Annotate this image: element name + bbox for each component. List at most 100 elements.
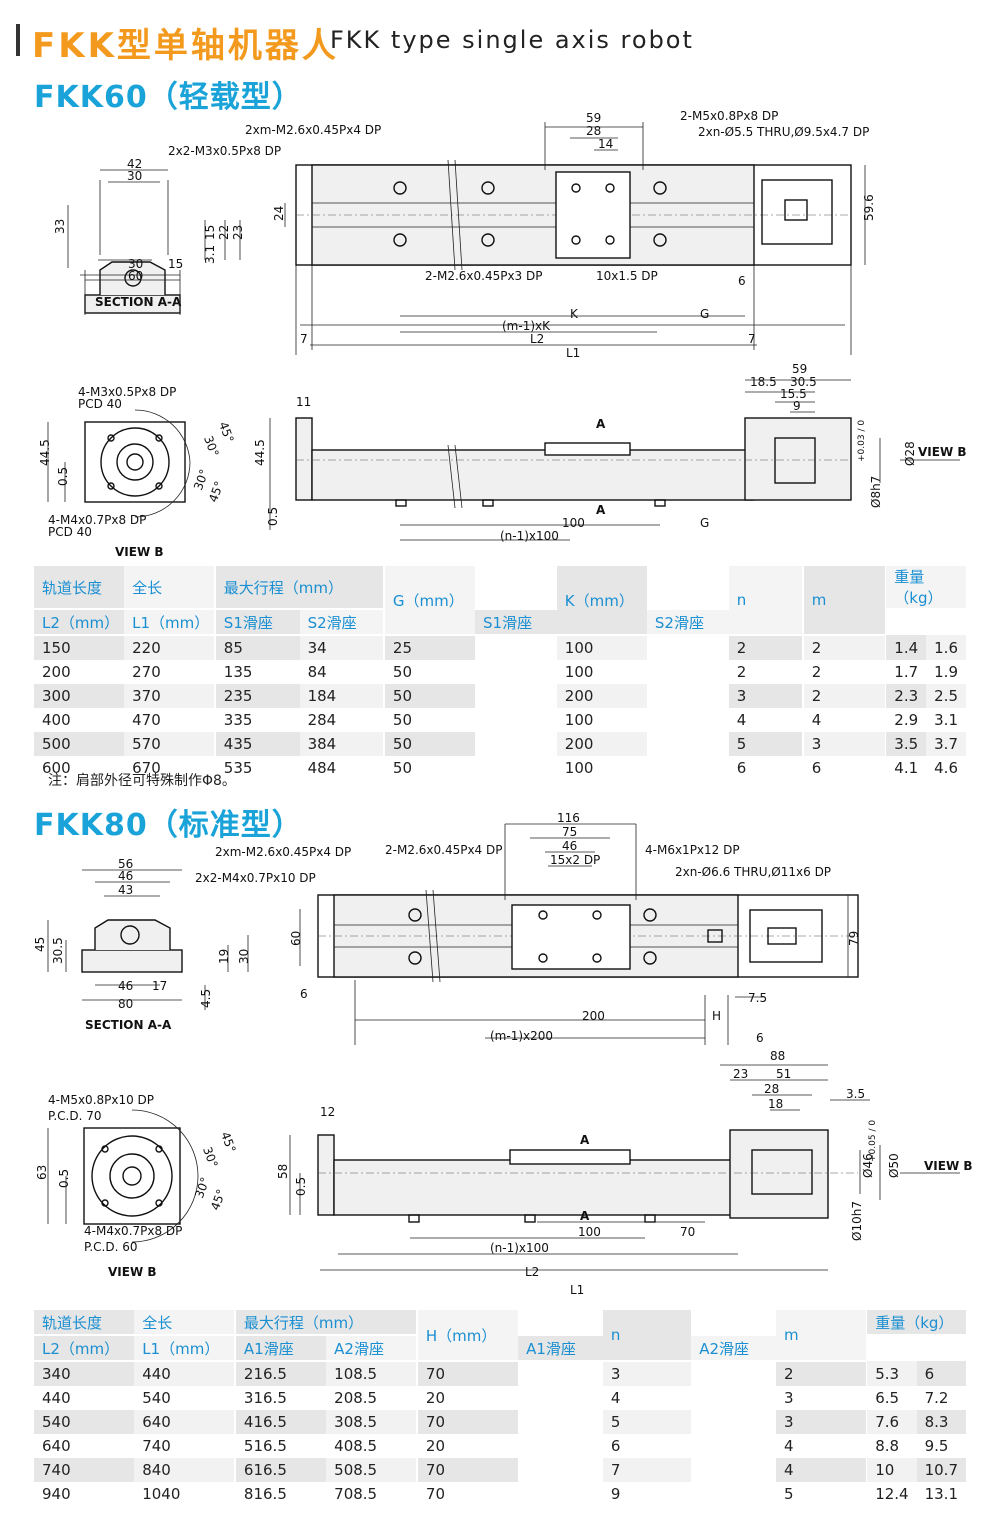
column-separator xyxy=(691,1458,776,1482)
table-cell: 1.6 xyxy=(926,635,966,660)
dim-label: 46 xyxy=(118,869,133,883)
dim-label: 59.6 xyxy=(862,194,876,221)
table-cell: 2.3 xyxy=(886,684,927,708)
col-k: K（mm） xyxy=(556,566,647,636)
page-title-cn: FKK型单轴机器人 xyxy=(32,26,339,66)
table-cell: 85 xyxy=(215,635,300,660)
table-cell: 600 xyxy=(34,756,125,780)
column-separator xyxy=(383,708,385,732)
col-rail: 轨道长度 xyxy=(34,566,125,610)
table-cell: 3.7 xyxy=(926,732,966,756)
callout-label: 2x2-M4x0.7Px10 DP xyxy=(195,871,316,885)
column-separator xyxy=(884,756,887,780)
dim-label: 80 xyxy=(118,997,133,1011)
dim-label: Ø10h7 xyxy=(850,1201,864,1241)
dim-label: L1 xyxy=(566,346,580,360)
table-cell: 1040 xyxy=(134,1482,235,1506)
dim-label: 45 xyxy=(33,937,47,952)
table-cell: 6 xyxy=(728,756,803,780)
table-cell: 570 xyxy=(124,732,215,756)
table-cell: 384 xyxy=(299,732,384,756)
table-cell: 100 xyxy=(556,756,647,780)
table-cell: 70 xyxy=(417,1458,519,1482)
col-total-unit: L1（mm） xyxy=(124,609,215,636)
dim-label: L2 xyxy=(525,1265,539,1279)
col-w1: S1滑座 xyxy=(475,609,557,636)
table-cell: 6 xyxy=(803,756,885,780)
column-separator xyxy=(865,1410,868,1434)
table-cell: 25 xyxy=(384,635,476,660)
fkk80-drawing: 56 46 43 45 30.5 46 17 80 19 30 4.5 SECT… xyxy=(33,811,973,1297)
dim-label: 43 xyxy=(118,883,133,897)
col-a2: A2滑座 xyxy=(326,1335,417,1362)
dim-label: 44.5 xyxy=(38,439,52,466)
column-separator xyxy=(383,756,385,780)
dim-label: 28 xyxy=(586,124,601,138)
column-separator xyxy=(416,1482,418,1506)
table-cell: 316.5 xyxy=(235,1386,327,1410)
table-cell: 3.1 xyxy=(926,708,966,732)
fkk60-spec-table: 轨道长度 全长 最大行程（mm） G（mm） K（mm） n m 重量（kg） … xyxy=(34,566,966,780)
table-cell: 13.1 xyxy=(916,1482,966,1506)
table-cell: 4 xyxy=(775,1458,866,1482)
column-separator xyxy=(214,684,216,708)
table-cell: 200 xyxy=(556,732,647,756)
callout-label: 4-M6x1Px12 DP xyxy=(645,843,740,857)
fkk60-note: 注：肩部外径可特殊制作Φ8。 xyxy=(48,773,236,789)
dim-label: Ø28 xyxy=(903,441,917,466)
column-separator xyxy=(416,1361,418,1386)
dim-label: 100 xyxy=(562,516,585,530)
column-separator xyxy=(691,1434,776,1458)
table-cell: 308.5 xyxy=(326,1410,417,1434)
table-cell: 484 xyxy=(299,756,384,780)
column-separator xyxy=(691,1386,776,1410)
dim-label: 0.5 xyxy=(266,507,280,526)
callout-label: 2-M5x0.8Px8 DP xyxy=(680,109,778,123)
col-stroke: 最大行程（mm） xyxy=(235,1310,417,1336)
table-cell: 335 xyxy=(215,708,300,732)
fkk80-top-view: 2xm-M2.6x0.45Px4 DP 2x2-M4x0.7Px10 DP 2-… xyxy=(195,811,861,1045)
col-total: 全长 xyxy=(124,566,215,610)
header-bar-accent xyxy=(16,24,20,56)
table-cell: 8.8 xyxy=(867,1434,917,1458)
table-cell: 6.5 xyxy=(867,1386,917,1410)
column-separator xyxy=(884,684,887,708)
table-cell: 4 xyxy=(803,708,885,732)
column-separator xyxy=(884,732,887,756)
view-label: VIEW B xyxy=(115,545,164,559)
column-separator xyxy=(234,1386,236,1410)
callout-label: P.C.D. 70 xyxy=(48,1109,102,1123)
dim-label: 30.5 xyxy=(790,375,817,389)
fkk80-view-b: 4-M5x0.8Px10 DP P.C.D. 70 4-M4x0.7Px8 DP… xyxy=(35,1093,238,1279)
table-cell: 2 xyxy=(728,660,803,684)
col-m: m xyxy=(775,1310,866,1362)
column-separator xyxy=(214,635,216,660)
table-cell: 100 xyxy=(556,708,647,732)
table-cell: 508.5 xyxy=(326,1458,417,1482)
dim-label: 4.5 xyxy=(199,989,213,1008)
table-cell: 408.5 xyxy=(326,1434,417,1458)
dim-label: K xyxy=(570,307,579,321)
table-cell: 100 xyxy=(556,635,647,660)
col-w1: A1滑座 xyxy=(518,1335,603,1362)
column-separator xyxy=(518,1386,603,1410)
dim-label: 30° xyxy=(192,1175,212,1200)
callout-label: 4-M3x0.5Px8 DP xyxy=(78,385,176,399)
table-cell: 5 xyxy=(775,1482,866,1506)
section-marker: A xyxy=(580,1209,590,1223)
column-separator xyxy=(416,1410,418,1434)
dim-label: 11 xyxy=(296,395,311,409)
column-separator xyxy=(234,1482,236,1506)
column-separator xyxy=(691,1410,776,1434)
table-cell: 200 xyxy=(34,660,125,684)
column-separator xyxy=(802,756,804,780)
table-cell: 840 xyxy=(134,1458,235,1482)
table-cell: 2 xyxy=(803,660,885,684)
col-a1: A1滑座 xyxy=(235,1335,327,1362)
column-separator xyxy=(802,635,804,660)
view-arrow-label: VIEW B xyxy=(918,445,967,459)
dim-label: Ø8h7 xyxy=(869,476,883,508)
column-separator xyxy=(234,1361,236,1386)
callout-label: 2xm-M2.6x0.45Px4 DP xyxy=(245,123,381,137)
